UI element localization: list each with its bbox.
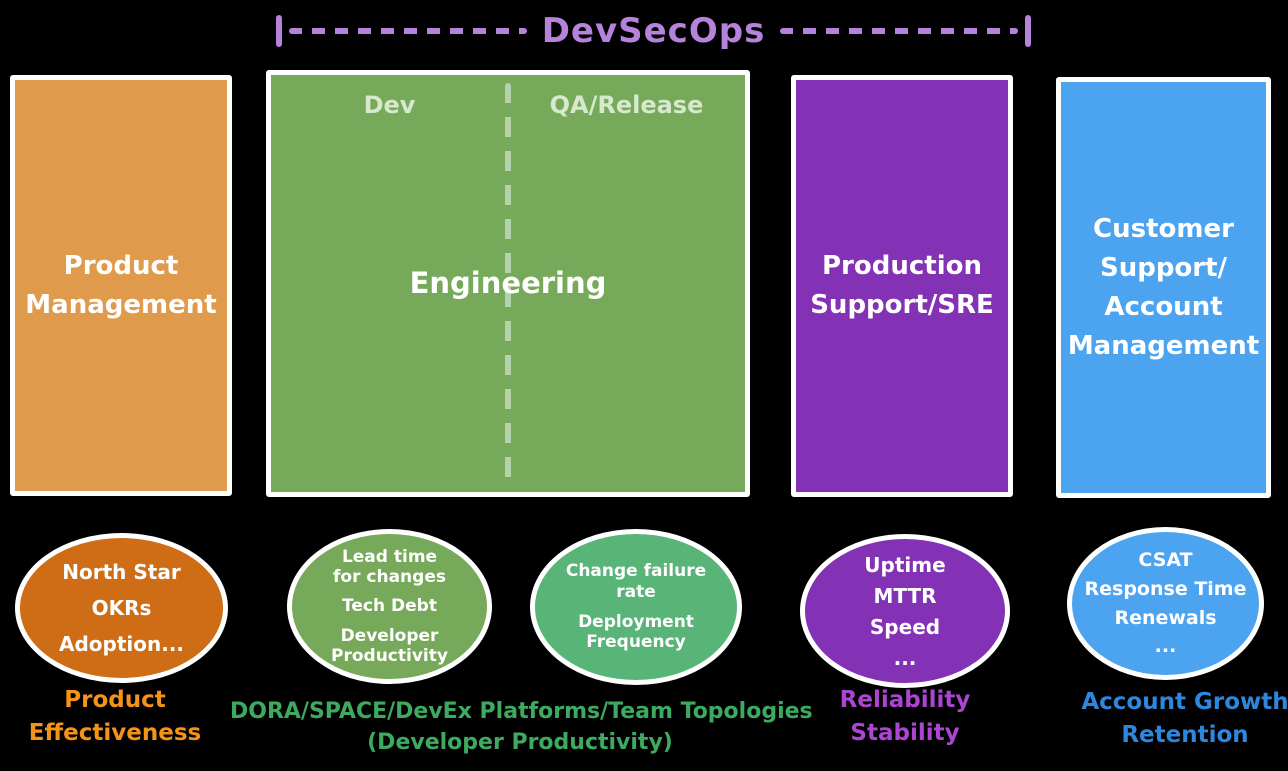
bracket-right-dash <box>780 28 1018 34</box>
footnote-line: Product <box>64 687 166 713</box>
devsecops-span-bracket: DevSecOps <box>276 10 1031 52</box>
devsecops-label: DevSecOps <box>541 11 766 51</box>
qa-release-sublabel: QA/Release <box>549 91 704 119</box>
engineering-box: Dev QA/Release Engineering <box>266 70 750 497</box>
bubble-line: MTTR <box>873 583 937 608</box>
customer-support-account-management-box: Customer Support/ Account Management <box>1056 77 1271 498</box>
bubble-line: Deployment Frequency <box>578 612 694 653</box>
production-support-sre-label: Production Support/SRE <box>810 251 994 320</box>
product-management-label: Product Management <box>25 250 217 320</box>
developer-productivity-frameworks-footnote: DORA/SPACE/DevEx Platforms/Team Topologi… <box>230 696 813 758</box>
bracket-left-cap-icon <box>276 15 282 47</box>
bubble-line: Renewals <box>1114 606 1217 629</box>
bubble-line: Lead time for changes <box>333 546 446 587</box>
dev-sublabel: Dev <box>363 91 416 119</box>
dev-qa-divider <box>505 83 511 484</box>
bubble-line: Developer Productivity <box>331 625 448 667</box>
bubble-line: Response Time <box>1084 577 1247 600</box>
bubble-line: Tech Debt <box>342 596 437 617</box>
footnote-line: DORA/SPACE/DevEx Platforms/Team Topologi… <box>230 699 813 724</box>
engineering-label: Engineering <box>409 265 607 300</box>
footnote-line: (Developer Productivity) <box>367 730 673 756</box>
bubble-line: North Star <box>62 560 181 584</box>
footnote-line: Stability <box>850 719 960 746</box>
account-growth-retention-footnote: Account Growth Retention <box>1065 686 1288 751</box>
bubble-line: ... <box>1154 635 1177 658</box>
footnote-line: Reliability <box>839 687 971 713</box>
product-management-box: Product Management <box>10 75 232 496</box>
footnote-line: Account Growth <box>1081 689 1288 715</box>
customer-metrics-bubble: CSAT Response Time Renewals ... <box>1067 527 1264 680</box>
sre-metrics-bubble: Uptime MTTR Speed ... <box>800 534 1010 688</box>
dev-metrics-bubble: Lead time for changes Tech Debt Develope… <box>287 529 492 684</box>
bracket-left-dash <box>289 28 527 34</box>
product-effectiveness-footnote: Product Effectiveness <box>15 684 215 749</box>
footnote-line: Retention <box>1121 721 1249 748</box>
customer-support-account-management-label: Customer Support/ Account Management <box>1067 213 1260 361</box>
bubble-line: Change failure rate <box>565 561 707 602</box>
bubble-line: Adoption... <box>58 632 185 656</box>
qa-release-metrics-bubble: Change failure rate Deployment Frequency <box>530 529 742 685</box>
product-metrics-bubble: North Star OKRs Adoption... <box>15 533 228 683</box>
bubble-line: Speed <box>869 614 941 639</box>
bubble-line: Uptime <box>864 552 946 577</box>
footnote-line: Effectiveness <box>28 719 202 746</box>
bracket-right-cap-icon <box>1025 15 1031 47</box>
production-support-sre-box: Production Support/SRE <box>791 75 1013 497</box>
bubble-line: CSAT <box>1138 549 1193 572</box>
reliability-stability-footnote: Reliability Stability <box>805 684 1005 749</box>
bubble-line: OKRs <box>91 596 152 620</box>
bubble-line: ... <box>893 645 917 670</box>
